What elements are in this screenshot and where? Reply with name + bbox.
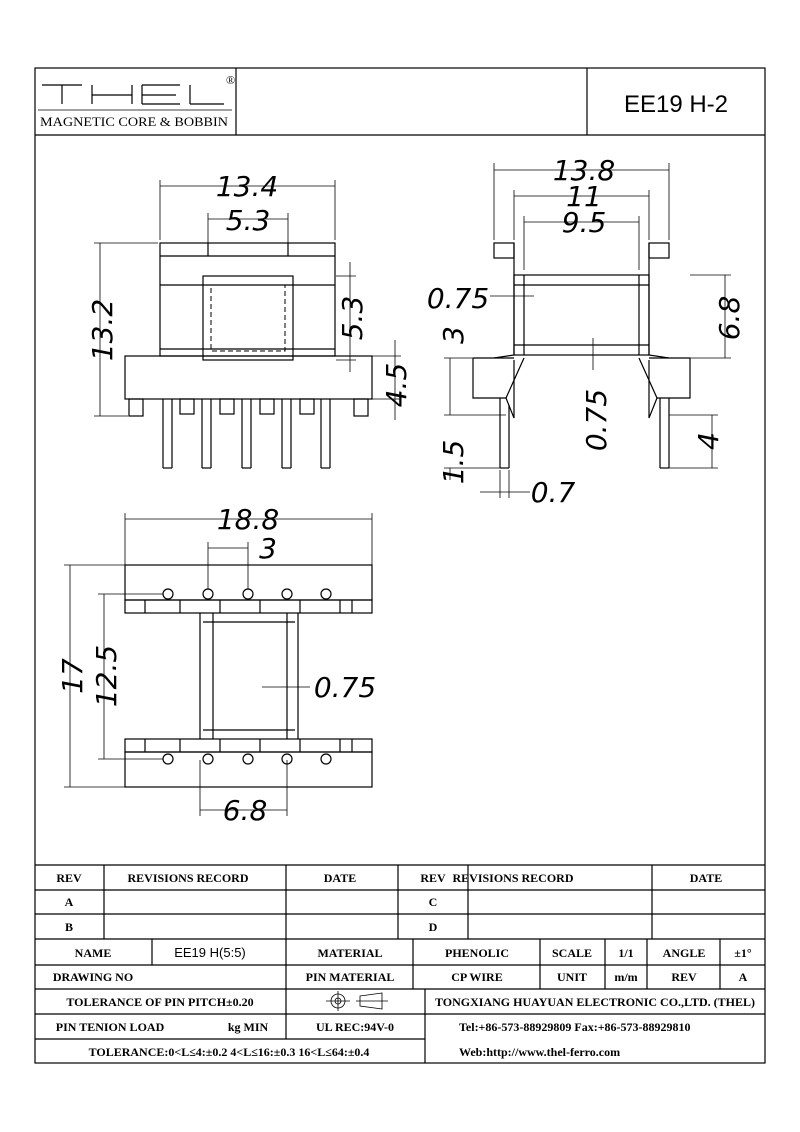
logo-subtitle: MAGNETIC CORE & BOBBIN [40,115,228,129]
tb-company: TONGXIANG HUAYUAN ELECTRONIC CO.,LTD. (T… [435,995,755,1009]
part-number: EE19 H-2 [624,91,728,118]
tb-revisions-header-left: REVISIONS RECORD [127,871,248,885]
dim-side-base-wall-0-75: 0.75 [580,389,613,451]
tb-unit-value: m/m [614,970,637,984]
dim-flange-4-5: 4.5 [380,363,413,408]
dim-side-pin-dia-0-7: 0.7 [531,476,576,509]
dim-height-13-2: 13.2 [86,299,119,361]
tb-rev-d: D [429,920,438,934]
dim-bottom-wall-0-75: 0.75 [314,671,376,704]
tb-kg-min: kg MIN [228,1020,269,1034]
dim-window-height-5-3: 5.3 [336,296,369,341]
dim-bottom-width-18-8: 18.8 [217,503,279,536]
dim-bottom-row-12-5: 12.5 [90,645,123,707]
tb-date-header-right: DATE [690,871,722,885]
logo-registered-mark: ® [226,73,235,87]
tb-drawing-no-label: DRAWING NO [53,970,133,984]
front-view: 13.4 5.3 13.2 5.3 4.5 [86,170,413,469]
tb-scale-value: 1/1 [618,946,633,960]
tb-rev-b: B [65,920,73,934]
title-block: REV REVISIONS RECORD DATE REV REVISIONS … [35,864,765,1063]
dim-side-width-13-8: 13.8 [553,154,615,187]
dim-side-inner-11: 11 [566,180,602,213]
tb-pin-material-label: PIN MATERIAL [306,970,395,984]
tb-material-value: PHENOLIC [445,946,509,960]
tb-rev-c: C [429,895,438,909]
dim-side-pin-len-4: 4 [692,432,725,450]
thel-logo: ® MAGNETIC CORE & BOBBIN [38,73,235,129]
tb-rev-label: REV [671,970,697,984]
dim-bottom-core-6-8: 6.8 [223,794,268,827]
tb-rev-header-left: REV [56,871,82,885]
tb-unit-label: UNIT [557,970,587,984]
tb-web: Web:http://www.thel-ferro.com [459,1045,620,1059]
bottom-view: 18.8 3 17 12.5 0.75 6.8 [56,503,376,827]
tb-ul: UL REC:94V-0 [316,1020,394,1034]
dim-width-13-4: 13.4 [216,170,278,203]
tb-pin-tension: PIN TENION LOAD [56,1020,165,1034]
sheet-border [34,67,766,1064]
tb-rev-a: A [65,895,74,909]
tb-tolerance-pitch: TOLERANCE OF PIN PITCH±0.20 [66,995,253,1009]
dim-bottom-pitch-3: 3 [259,532,277,565]
tb-rev-header-right: REV [420,871,446,885]
dim-side-core-9-5: 9.5 [562,206,607,239]
dim-side-flange-3: 3 [437,326,470,344]
dim-side-height-6-8: 6.8 [713,296,746,341]
dim-window-width-5-3: 5.3 [226,204,271,237]
tb-material-label: MATERIAL [317,946,382,960]
tb-date-header-left: DATE [324,871,356,885]
tb-pin-material-value: CP WIRE [451,970,502,984]
tb-rev-value: A [739,970,748,984]
projection-symbol [326,991,388,1011]
tb-scale-label: SCALE [552,946,592,960]
dim-side-pin-offset-1-5: 1.5 [437,440,470,485]
tb-tolerance: TOLERANCE:0<L≤4:±0.2 4<L≤16:±0.3 16<L≤64… [89,1045,370,1059]
dim-bottom-overall-17: 17 [56,658,89,694]
tb-revisions-header-right: REVISIONS RECORD [452,871,573,885]
tb-angle-label: ANGLE [663,946,706,960]
side-view: 13.8 11 9.5 0.75 6.8 3 0.75 4 1.5 0.7 [427,154,746,509]
tb-name-value: EE19 H(5:5) [174,945,246,960]
tb-tel-fax: Tel:+86-573-88929809 Fax:+86-573-8892981… [459,1020,691,1034]
dim-side-wall-0-75: 0.75 [427,282,489,315]
tb-angle-value: ±1° [734,946,752,960]
tb-name-label: NAME [75,946,112,960]
